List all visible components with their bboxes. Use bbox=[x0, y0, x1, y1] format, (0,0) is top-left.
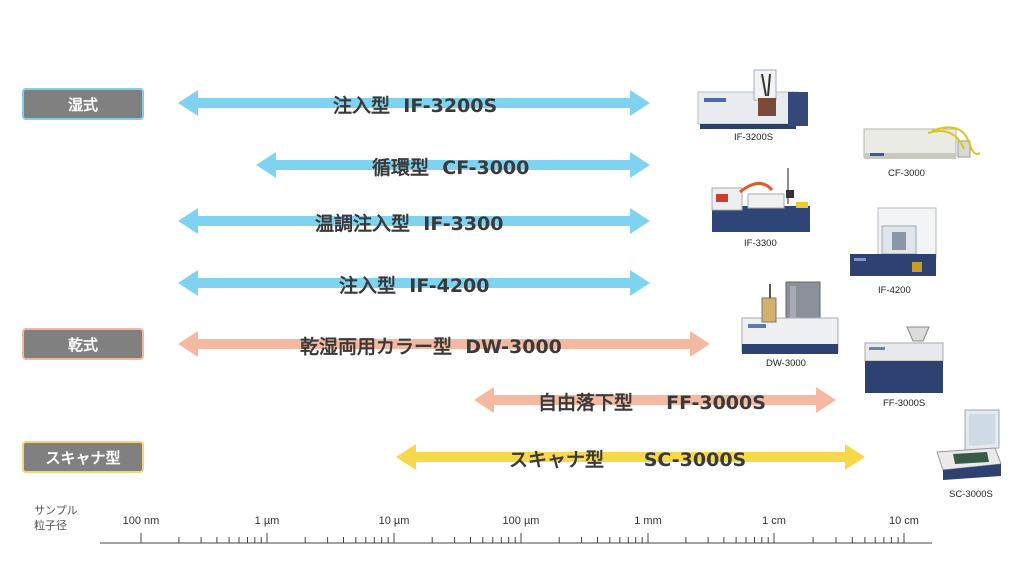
label-ff-3000s-model: FF-3000S bbox=[666, 392, 766, 414]
axis-title: サンプル 粒子径 bbox=[34, 503, 78, 533]
device-ff-3000s-image bbox=[864, 326, 944, 393]
label-if-3200s-model: IF-3200S bbox=[403, 95, 498, 117]
label-if-3200s-type: 注入型 bbox=[333, 95, 391, 117]
device-if-3300-image bbox=[711, 168, 810, 232]
label-cf-3000: 循環型 CF-3000 bbox=[372, 153, 529, 180]
tick-label-10um: 10 µm bbox=[378, 515, 410, 527]
label-cf-3000-type: 循環型 bbox=[372, 157, 430, 179]
arrow-sc-3000s bbox=[396, 444, 865, 470]
label-if-3300: 温調注入型 IF-3300 bbox=[315, 209, 503, 236]
category-scanner-label: スキャナ型 bbox=[45, 448, 121, 467]
caption-cf-3000: CF-3000 bbox=[888, 168, 925, 179]
tick-label-1um: 1 µm bbox=[254, 515, 280, 527]
arrow-if-3300 bbox=[178, 208, 650, 234]
label-dw-3000-type: 乾湿両用カラー型 bbox=[300, 336, 453, 358]
arrow-dw-3000 bbox=[178, 331, 710, 357]
device-dw-3000-image bbox=[741, 281, 839, 354]
tick-label-100nm: 100 nm bbox=[122, 515, 160, 527]
label-dw-3000: 乾湿両用カラー型 DW-3000 bbox=[300, 332, 562, 359]
device-if-4200-image bbox=[850, 207, 937, 276]
arrow-if-3200s bbox=[178, 90, 650, 116]
axis-ticks bbox=[140, 533, 905, 543]
tick-label-1mm: 1 mm bbox=[634, 515, 662, 527]
category-wet-label: 湿式 bbox=[67, 95, 98, 114]
device-if-3300: IF-3300 bbox=[710, 166, 814, 251]
device-sc-3000s-image bbox=[936, 409, 1002, 480]
label-ff-3000s-type: 自由落下型 bbox=[538, 392, 634, 414]
caption-if-3200s: IF-3200S bbox=[734, 132, 774, 143]
device-if-4200: IF-4200 bbox=[846, 206, 940, 298]
arrow-ff-3000s bbox=[474, 387, 836, 413]
label-if-3300-model: IF-3300 bbox=[423, 213, 504, 235]
label-if-3300-type: 温調注入型 bbox=[315, 213, 411, 235]
label-if-4200-model: IF-4200 bbox=[409, 275, 490, 297]
label-ff-3000s: 自由落下型 FF-3000S bbox=[538, 388, 766, 415]
axis-title-line1: サンプル bbox=[34, 504, 78, 517]
arrow-cf-3000 bbox=[256, 152, 650, 178]
category-dry-label: 乾式 bbox=[67, 335, 98, 354]
label-if-3200s: 注入型 IF-3200S bbox=[333, 91, 497, 118]
axis-title-line2: 粒子径 bbox=[34, 519, 67, 532]
device-sc-3000s: SC-3000S bbox=[935, 408, 1007, 500]
caption-sc-3000s: SC-3000S bbox=[949, 489, 993, 500]
device-cf-3000-image bbox=[863, 126, 981, 159]
device-ff-3000s: FF-3000S bbox=[863, 325, 945, 410]
category-scanner: スキャナ型 bbox=[22, 441, 144, 473]
caption-dw-3000: DW-3000 bbox=[766, 358, 806, 369]
tick-label-1cm: 1 cm bbox=[762, 515, 786, 527]
tick-label-10cm: 10 cm bbox=[889, 515, 919, 527]
label-sc-3000s: スキャナ型 SC-3000S bbox=[509, 445, 746, 472]
label-sc-3000s-model: SC-3000S bbox=[643, 449, 747, 471]
category-wet: 湿式 bbox=[22, 88, 144, 120]
category-dry: 乾式 bbox=[22, 328, 144, 360]
label-dw-3000-model: DW-3000 bbox=[465, 336, 562, 358]
label-sc-3000s-type: スキャナ型 bbox=[509, 449, 605, 471]
label-cf-3000-model: CF-3000 bbox=[442, 157, 530, 179]
arrow-if-4200 bbox=[178, 270, 650, 296]
caption-if-4200: IF-4200 bbox=[878, 285, 911, 296]
device-if-3200s-image bbox=[697, 69, 808, 129]
device-dw-3000: DW-3000 bbox=[740, 280, 840, 370]
tick-label-100um: 100 µm bbox=[502, 515, 540, 527]
label-if-4200-type: 注入型 bbox=[339, 275, 397, 297]
caption-ff-3000s: FF-3000S bbox=[883, 398, 926, 409]
device-cf-3000: CF-3000 bbox=[862, 123, 982, 181]
label-if-4200: 注入型 IF-4200 bbox=[339, 271, 489, 298]
device-if-3200s: IF-3200S bbox=[696, 66, 811, 146]
caption-if-3300: IF-3300 bbox=[744, 238, 777, 249]
